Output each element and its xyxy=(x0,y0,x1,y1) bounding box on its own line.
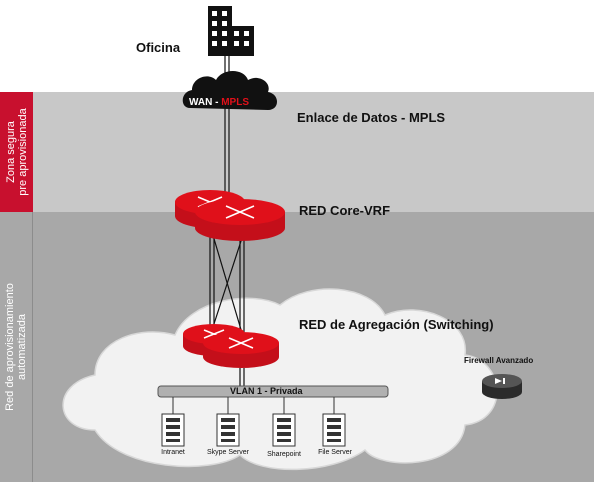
vlan-label: VLAN 1 - Privada xyxy=(230,386,303,396)
layer-data-link-label: Enlace de Datos - MPLS xyxy=(297,110,446,125)
server-label-intranet: Intranet xyxy=(161,449,185,456)
automated-zone-sidebar xyxy=(0,212,33,482)
server-icon-file xyxy=(322,413,346,447)
server-label-file: File Server xyxy=(318,449,352,456)
core-aggregation-links xyxy=(209,230,245,335)
wan-label-highlight: MPLS xyxy=(221,97,249,108)
secure-zone-band xyxy=(0,92,594,212)
wan-cloud-icon xyxy=(182,71,277,110)
server-icon-intranet xyxy=(161,413,185,447)
office-building-icon xyxy=(208,6,254,56)
server-label-sharepoint: Sharepoint xyxy=(267,451,301,458)
wan-label-prefix: WAN - xyxy=(189,97,222,108)
core-router-front xyxy=(195,199,285,241)
aggregation-switch-front xyxy=(203,332,279,368)
vlan-bar xyxy=(157,385,389,398)
firewall-label: Firewall Avanzado xyxy=(464,356,534,365)
office-label: Oficina xyxy=(136,40,181,55)
server-icon-sharepoint xyxy=(272,413,296,447)
layer-aggregation-label: RED de Agregación (Switching) xyxy=(299,317,494,332)
aggregation-vlan-link xyxy=(239,368,245,386)
server-drops xyxy=(172,397,335,414)
secure-zone-sidebar xyxy=(0,92,33,212)
firewall-icon xyxy=(482,374,522,399)
server-label-skype: Skype Server xyxy=(206,449,250,456)
wan-label: WAN - MPLS xyxy=(189,97,249,108)
server-icon-skype xyxy=(216,413,240,447)
layer-core-label: RED Core-VRF xyxy=(299,203,391,218)
